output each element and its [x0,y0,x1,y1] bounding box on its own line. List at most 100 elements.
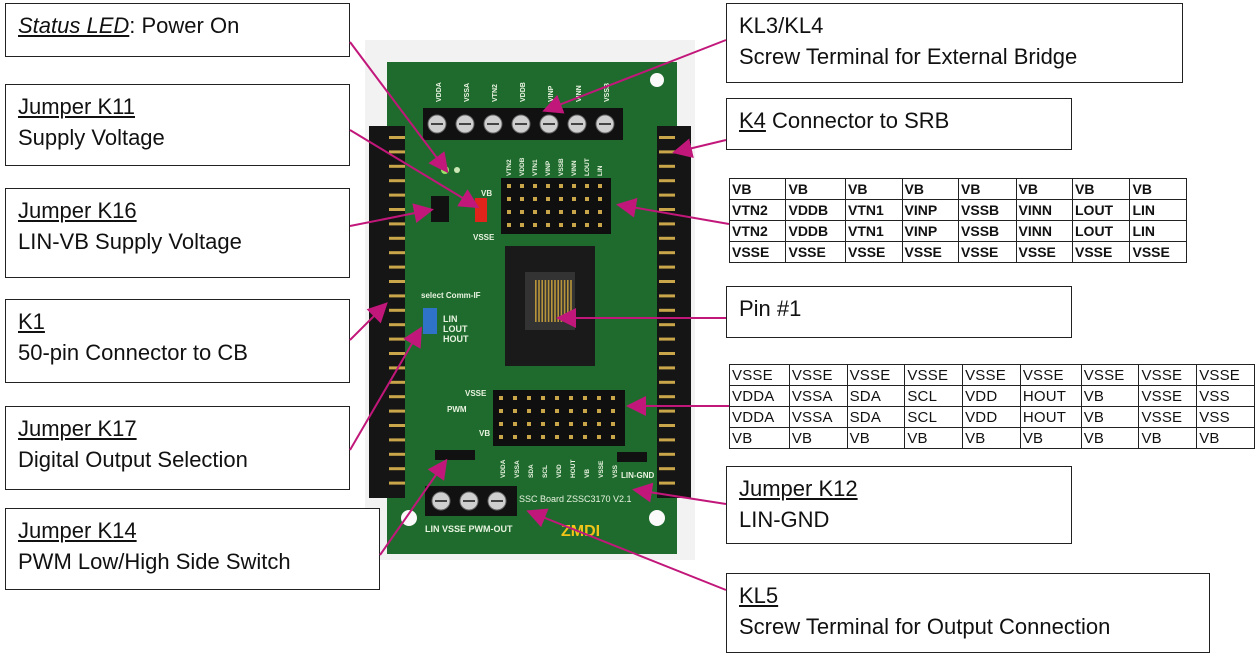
header-pin [611,435,615,439]
board-pwm-label: PWM [447,405,467,414]
pin-table-k1-cell: VB [1196,427,1255,449]
k1-pin [389,409,405,413]
header-pin [541,435,545,439]
pin-table-k4-cell: VTN1 [845,199,903,221]
jumper-k17-title: Jumper K17 [18,416,137,441]
header-pin [583,435,587,439]
k4-pin [659,280,675,283]
k4-pin [659,452,675,456]
pin-table-k4-cell: VB [728,178,787,200]
pin-table-k1-cell: VSSE [1138,385,1198,407]
kl3-kl4-desc: Screw Terminal for External Bridge [739,44,1078,69]
header-pin [527,422,531,426]
pin-table-k1-cell: VB [729,427,790,449]
pin-table-k4-cell: VINN [1015,199,1074,221]
header-pin [597,435,601,439]
k1-pin [389,337,405,341]
header-pin [611,409,615,413]
header-pin [585,197,589,201]
board-header-top-label: VDDB [519,157,526,176]
k1-pin [389,136,405,139]
board-header-top-label: LOUT [584,158,591,176]
pin-table-k4-cell: LIN [1129,199,1187,221]
pin-table-k1-cell: VSS [1196,385,1255,407]
pin-table-k4-cell: VINP [901,199,960,221]
k4-pin [659,222,675,226]
status-led-desc: : Power On [129,13,240,38]
pin-table-k4-cell: VINN [1015,220,1074,242]
pin-table-k4-cell: VB [1015,178,1074,200]
callout-jumper-k12: Jumper K12 LIN-GND [726,466,1072,544]
pin-table-k1-cell: VB [904,427,964,449]
k4-pin [659,409,675,413]
board-hout-label: HOUT [443,334,469,344]
pin-table-k4-cell: VTN1 [845,220,903,242]
chip-lead [547,280,550,322]
header-pin [569,435,573,439]
status-led [441,166,449,174]
pin-table-k4-cell: VB [958,178,1017,200]
pin-table-k4-cell: VSSE [901,241,960,263]
pin-table-k1-cell: VDD [962,406,1021,428]
header-pin [583,409,587,413]
jumper-k12-title: Jumper K12 [739,476,858,501]
pin-table-k1-cell: VSSA [788,406,848,428]
board-header-top-label: VINP [545,160,552,176]
chip-lead [551,280,553,322]
header-pin [598,197,602,201]
header-pin [585,223,589,227]
pin-table-k4-cell: VSSE [845,241,903,263]
jumper-k11 [475,198,487,222]
header-pin [555,409,559,413]
header-pin [597,422,601,426]
header-pin [597,409,601,413]
pin-table-k1-cell: VDD [962,385,1021,407]
header-pin [585,184,589,188]
k4-pin [659,208,675,211]
header-pin [499,422,503,426]
header-pin [541,396,545,400]
board-terminal-label: VDDB [520,82,527,102]
header-pin [559,223,563,227]
header-pin [611,396,615,400]
jumper-k16 [431,196,449,222]
k4-pin [659,308,675,312]
jumper-k14-desc: PWM Low/High Side Switch [18,549,291,574]
pin-table-k1-cell: VSSE [1138,406,1198,428]
board-terminal-label: VSSB [604,83,611,102]
chip-lead [570,280,572,322]
callout-jumper-k11: Jumper K11 Supply Voltage [5,84,350,166]
header-pin [569,409,573,413]
k1-pin [389,236,405,240]
pin-table-k4-cell: VB [845,178,903,200]
board-header-bottom-label: VB [584,469,591,478]
k4-pin [659,251,675,255]
header-pin [559,197,563,201]
board-ssc-label: SSC Board ZSSC3170 V2.1 [519,494,632,504]
pin-table-k1-cell: VSSE [846,364,906,386]
pin-table-k4-cell: VSSE [1129,241,1187,263]
header-pin [583,396,587,400]
k4-pin [659,265,675,269]
header-pin [598,210,602,214]
chip-lead [563,280,566,322]
header-pin [499,409,503,413]
board-terminal-label: VINP [548,85,555,102]
header-pin [507,184,511,188]
k1-pin [389,438,405,442]
header-pin [546,223,550,227]
pin-table-k1-cell: VSSE [729,364,790,386]
k1-pin [389,222,405,226]
kl3-kl4-title: KL3/KL4 [739,13,824,38]
header-pin [555,435,559,439]
k4-pin [659,424,675,427]
board-header-top-label: VSSB [558,158,565,176]
header-pin [555,422,559,426]
jumper-k14 [435,450,475,460]
header-pin [527,396,531,400]
pin-table-k1-cell: VSSE [1019,364,1082,386]
pin-table-k4-cell: VSSE [958,241,1017,263]
header-pin [520,197,524,201]
pin-table-k1-cell: VSSE [904,364,964,386]
